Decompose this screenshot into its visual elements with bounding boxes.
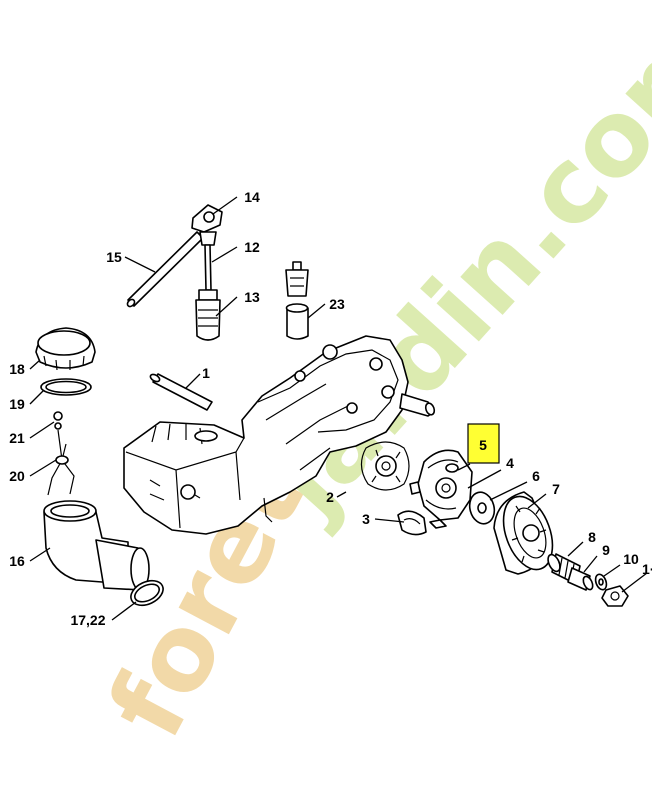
- callout-label-7: 7: [552, 481, 560, 497]
- callout-label-9: 9: [602, 542, 610, 558]
- part-7-clutch-drum: [493, 491, 554, 575]
- callout-label-15: 15: [106, 249, 122, 265]
- callout-labels: 1 2 3 4 6 7 8 9 10 1· 12 13 14 15 16 17,…: [9, 189, 652, 628]
- callout-label-3: 3: [362, 511, 370, 527]
- callout-label-17-22: 17,22: [70, 612, 105, 628]
- part-20-strap: [47, 429, 75, 496]
- callout-label-16: 16: [9, 553, 25, 569]
- callout-label-11: 1·: [642, 561, 652, 577]
- part-17-22-o-ring: [130, 579, 164, 607]
- part-2-crankcase: [123, 335, 436, 535]
- callout-label-10: 10: [623, 551, 639, 567]
- callout-label-19: 19: [9, 396, 25, 412]
- leader-lines: [29, 196, 648, 621]
- callout-label-13: 13: [244, 289, 260, 305]
- callout-label-6: 6: [532, 468, 540, 484]
- highlight-box-part-5: [467, 423, 500, 464]
- part-21-retainer: [53, 411, 63, 430]
- callout-label-12: 12: [244, 239, 260, 255]
- callout-label-1: 1: [202, 365, 210, 381]
- callout-label-8: 8: [588, 529, 596, 545]
- callout-label-14: 14: [244, 189, 260, 205]
- part-9-sleeve: [567, 567, 594, 591]
- part-18-tank-cap: [35, 327, 96, 371]
- part-3-clutch-shoe: [397, 510, 427, 536]
- part-23-filter: [285, 261, 309, 340]
- callout-label-23: 23: [329, 296, 345, 312]
- part-10-washer: [594, 573, 608, 591]
- part-5-clutch: [409, 449, 473, 529]
- callout-label-20: 20: [9, 468, 25, 484]
- part-6-washer: [468, 491, 496, 525]
- part-12-fuel-hose: [204, 244, 212, 291]
- callout-label-21: 21: [9, 430, 25, 446]
- part-11-nut: [601, 585, 629, 607]
- callout-label-5: 5: [479, 437, 487, 453]
- part-15-rod: [126, 231, 204, 308]
- callout-label-2: 2: [326, 489, 334, 505]
- callout-label-4: 4: [506, 455, 514, 471]
- part-16-intake-elbow: [43, 500, 150, 591]
- part-14-fuel-cap-fitting: [191, 204, 223, 246]
- part-1-pin: [149, 373, 213, 411]
- callout-label-18: 18: [9, 361, 25, 377]
- part-13-fuel-filter: [195, 289, 221, 341]
- part-19-o-ring: [40, 378, 92, 396]
